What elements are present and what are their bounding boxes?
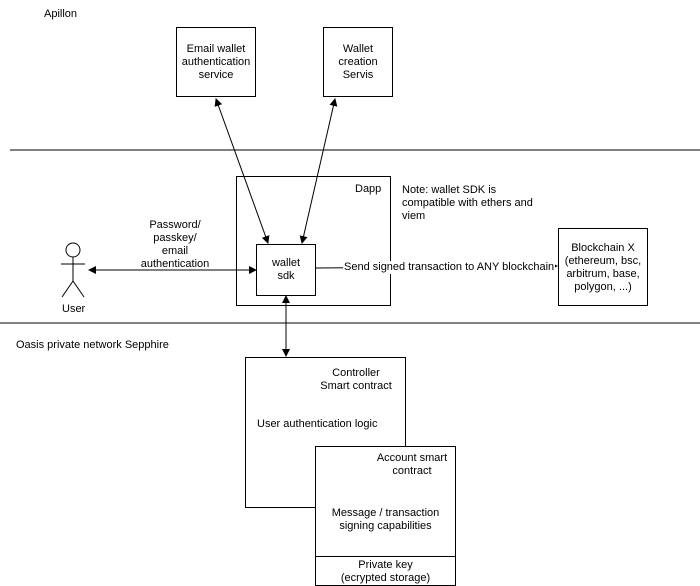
zone-label-oasis: Oasis private network Sepphire [16,339,169,351]
note-line-3: viem [402,210,426,222]
blockchain-line-3: arbitrum, base, [566,268,640,280]
user-label: User [62,303,86,315]
creation-service-line-3: Servis [342,69,374,81]
controller-title-line-2: Smart contract [320,380,392,392]
blockchain-box: Blockchain X (ethereum, bsc, arbitrum, b… [558,228,648,306]
account-capability-line-2: signing capabilities [339,520,432,532]
zone-label-apillon: Apillon [44,8,78,20]
account-capability-line-1: Message / transaction [331,507,440,519]
auth-line-1: Password/ [149,219,201,231]
wallet-creation-service-box: Wallet creation Servis [323,27,393,97]
email-auth-service-box: Email wallet authentication service [176,27,256,97]
email-service-line-3: service [198,69,234,81]
email-service-line-2: authentication [181,56,251,68]
sdk-compat-note: Note: wallet SDK is compatible with ethe… [402,184,533,223]
private-key-line-2: (ecrypted storage) [340,572,431,584]
auth-line-3: email [161,245,189,257]
arrow-sdk-wallet-creation [299,98,338,244]
blockchain-line-2: (ethereum, bsc, [564,255,642,267]
auth-line-4: authentication [140,258,210,270]
creation-service-line-2: creation [338,56,378,68]
user-auth-methods-label: Password/ passkey/ email authentication [136,219,214,271]
note-line-1: Note: wallet SDK is [402,184,497,196]
email-service-line-1: Email wallet [186,43,246,55]
dapp-label: Dapp [355,183,382,195]
controller-logic-label: User authentication logic [257,418,378,430]
auth-line-2: passkey/ [153,232,197,244]
arrow-sdk-email-service [214,98,270,244]
account-title-line-2: contract [392,465,432,477]
wallet-sdk-box: wallet sdk [256,244,316,296]
creation-service-line-1: Wallet [342,43,374,55]
account-contract-box: Account smart contract Message / transac… [315,446,456,586]
note-line-2: compatible with ethers and [402,197,533,209]
sdk-line-1: wallet [271,257,301,269]
blockchain-line-4: polygon, ...) [574,281,632,293]
private-key-line-1: Private key [358,559,413,571]
controller-title-line-1: Controller [332,367,380,379]
dapp-container: Dapp [236,176,391,306]
blockchain-line-1: Blockchain X [571,242,635,254]
user-actor-icon [61,242,85,298]
account-title-line-1: Account smart [376,452,448,464]
sdk-line-2: sdk [277,270,295,282]
send-transaction-label: Send signed transaction to ANY blockchai… [343,261,556,274]
private-key-section: Private key (ecrypted storage) [316,556,455,586]
